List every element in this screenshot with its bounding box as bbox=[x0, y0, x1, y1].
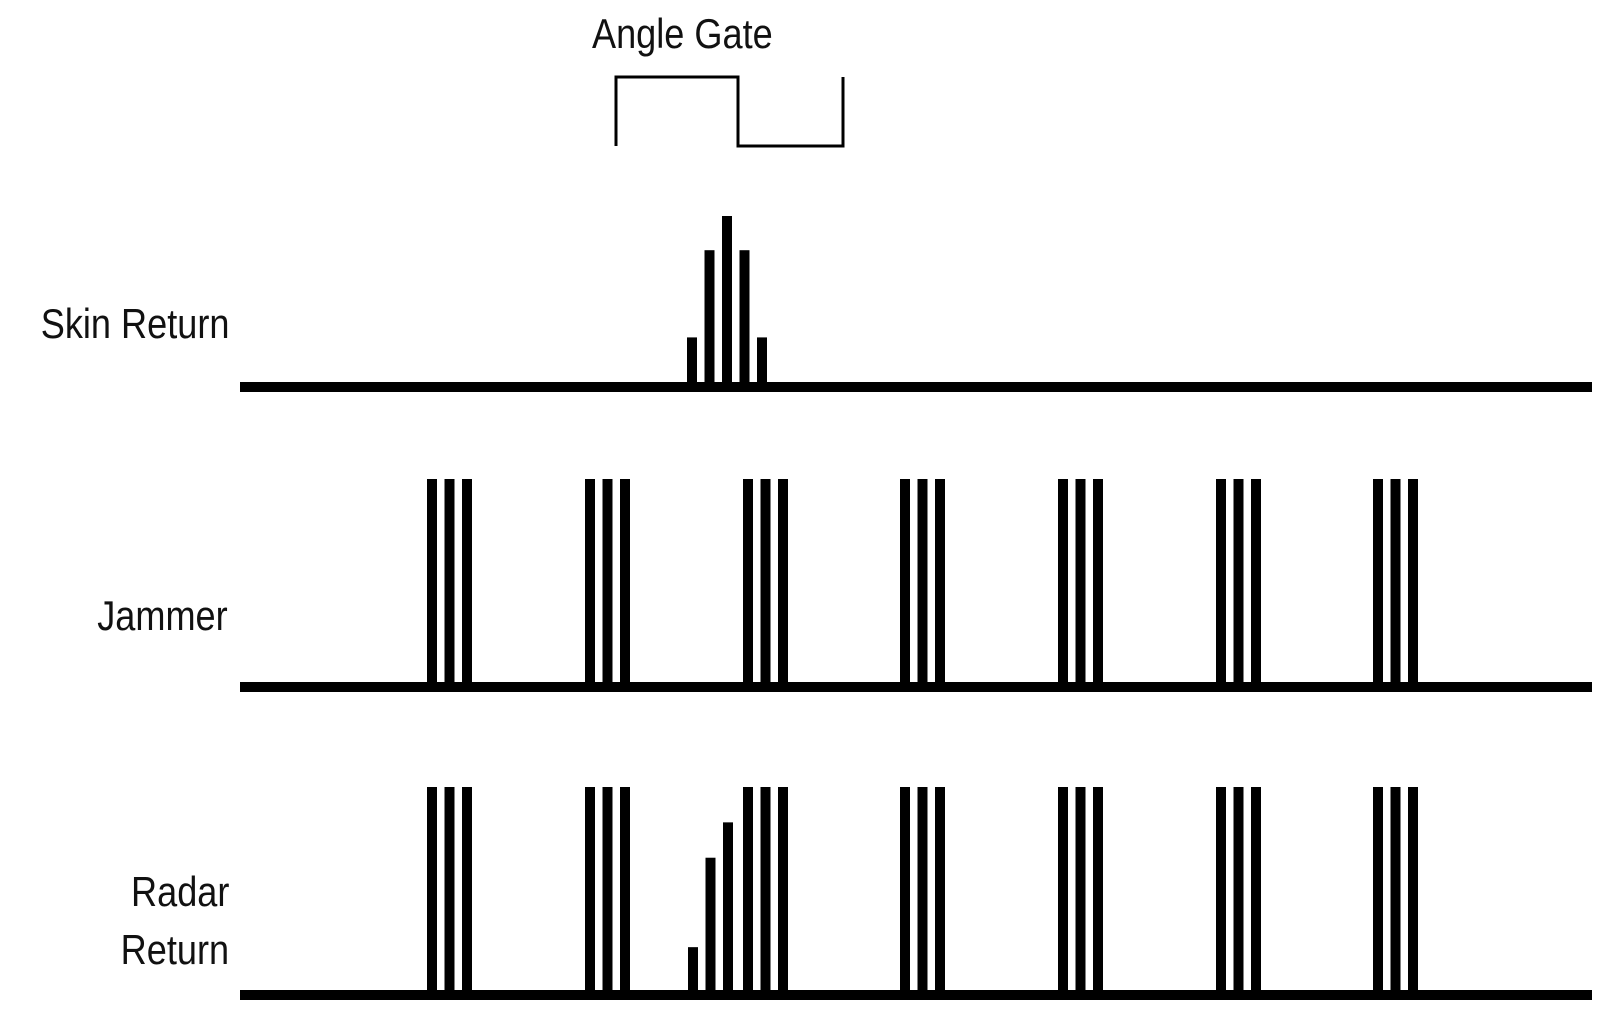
radar-return-pulse bbox=[602, 787, 613, 995]
radar-return-pulse bbox=[935, 787, 945, 995]
jammer-pulse bbox=[743, 479, 753, 687]
skin-return-pulse bbox=[687, 337, 697, 387]
jammer-pulse bbox=[1408, 479, 1418, 687]
radar-return-pulse bbox=[1216, 787, 1226, 995]
radar-return-baseline bbox=[240, 990, 1592, 1000]
jammer-pulse bbox=[602, 479, 613, 687]
jammer-pulse bbox=[462, 479, 472, 687]
jammer-label: Jammer bbox=[97, 592, 228, 639]
radar-return-pulse bbox=[743, 787, 753, 995]
radar-return-skin-pulse bbox=[705, 857, 716, 995]
jammer-pulse bbox=[444, 479, 455, 687]
radar-return-pulse bbox=[585, 787, 595, 995]
radar-return-skin-pulse bbox=[688, 947, 698, 995]
radar-return-pulse bbox=[427, 787, 437, 995]
skin-return-pulse bbox=[757, 337, 767, 387]
skin-return-baseline bbox=[240, 382, 1592, 392]
jammer-pulse bbox=[900, 479, 910, 687]
skin-return-label: Skin Return bbox=[40, 300, 229, 347]
radar-return-pulse bbox=[444, 787, 455, 995]
jammer-pulse bbox=[917, 479, 928, 687]
jammer-pulse bbox=[1075, 479, 1086, 687]
radar-return-skin-pulse bbox=[723, 822, 733, 995]
angle-gate-label: Angle Gate bbox=[592, 10, 773, 57]
radar-return-pulse bbox=[1390, 787, 1401, 995]
jammer-pulse bbox=[935, 479, 945, 687]
radar-return-pulse bbox=[620, 787, 630, 995]
radar-return-pulse bbox=[1075, 787, 1086, 995]
radar-return-pulse bbox=[1373, 787, 1383, 995]
radar-return-label-line1: Radar bbox=[130, 868, 229, 915]
radar-return-label-line2: Return bbox=[120, 926, 229, 973]
jammer-pulse bbox=[1373, 479, 1383, 687]
jammer-pulse bbox=[1390, 479, 1401, 687]
jammer-pulse bbox=[1093, 479, 1103, 687]
radar-return-pulse bbox=[917, 787, 928, 995]
radar-return-pulse bbox=[1093, 787, 1103, 995]
jammer-pulse bbox=[778, 479, 788, 687]
skin-return-pulse bbox=[739, 250, 750, 387]
radar-return-pulse bbox=[462, 787, 472, 995]
jammer-pulse bbox=[1216, 479, 1226, 687]
radar-return-pulse bbox=[760, 787, 771, 995]
jammer-pulse bbox=[1058, 479, 1068, 687]
jammer-pulse bbox=[760, 479, 771, 687]
radar-return-pulse bbox=[778, 787, 788, 995]
skin-return-pulse bbox=[722, 216, 732, 387]
radar-return-pulse bbox=[1251, 787, 1261, 995]
angle-gate-waveform bbox=[614, 75, 845, 148]
radar-return-pulse bbox=[1058, 787, 1068, 995]
jammer-pulse bbox=[1251, 479, 1261, 687]
jammer-baseline bbox=[240, 682, 1592, 692]
radar-return-pulse bbox=[900, 787, 910, 995]
jammer-pulse bbox=[1233, 479, 1244, 687]
radar-return-pulse bbox=[1408, 787, 1418, 995]
radar-return-pulse bbox=[1233, 787, 1244, 995]
jammer-pulse bbox=[427, 479, 437, 687]
jammer-pulse bbox=[620, 479, 630, 687]
jammer-pulse bbox=[585, 479, 595, 687]
skin-return-pulse bbox=[704, 250, 715, 387]
